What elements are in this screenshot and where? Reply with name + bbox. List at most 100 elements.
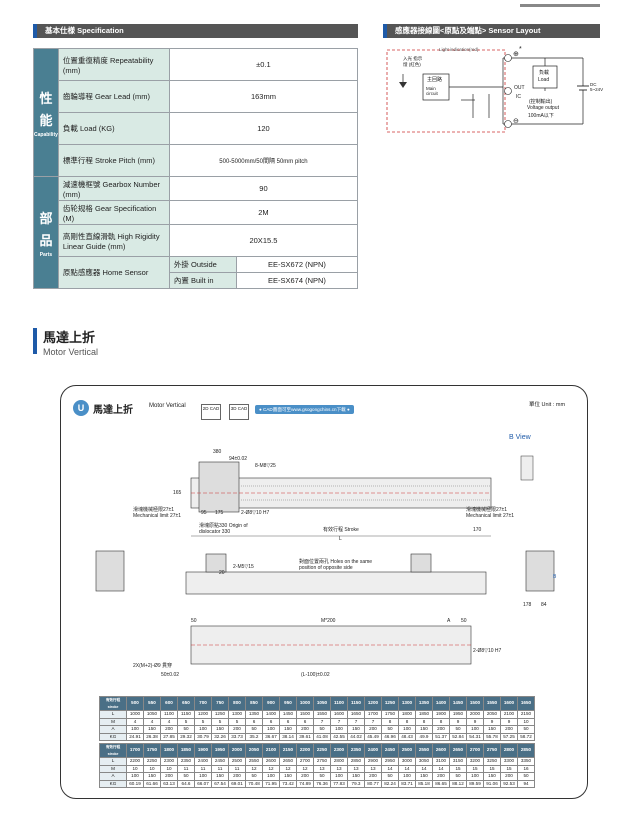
table-cell: 8 [415,717,433,726]
table-cell: 150 [483,725,501,734]
motor-section-title: 馬達上折 [43,330,96,345]
motor-side [205,553,227,573]
table-cell: 2350 [177,757,195,766]
led-symbol [399,82,407,88]
table-cell: 8 [381,717,399,726]
row-label: L [99,757,127,766]
stroke-header-cell: 1350 [415,696,433,711]
table-cell: 200 [160,772,178,781]
table-cell: 61.66 [143,779,161,788]
table-cell: 15 [500,764,518,773]
carriage-top [198,461,240,513]
table-cell: 1200 [194,710,212,719]
table-cell: 54.31 [466,732,484,741]
table-cell: 94 [517,779,535,788]
parts-en: Parts [39,251,53,258]
table-cell: 88.12 [449,779,467,788]
table-cell: 100 [126,772,144,781]
table-cell: 200 [296,725,314,734]
dim-8m8: 8-M8▽25 [255,463,276,469]
stroke-header-cell: 2700 [466,743,484,758]
table-cell: 71.95 [262,779,280,788]
spec-label: 齿轮规格 Gear Specification (M) [57,200,170,225]
table-cell: 7 [364,717,382,726]
table-cell: 150 [415,725,433,734]
stroke-header-cell: 1600 [500,696,518,711]
b-marker: B [553,574,557,580]
table-cell: 2500 [228,757,246,766]
table-cell: 100 [194,725,212,734]
table-cell: 50 [245,772,263,781]
dim-l100: (L-100)±0.02 [301,672,330,678]
table-cell: 50 [381,725,399,734]
plus-sign: ⊕ [513,51,519,58]
minus-sign: ⊖ [513,118,519,125]
table-cell: 1300 [228,710,246,719]
parts-group: 部 品 Parts [33,176,59,289]
table-cell: 52.84 [449,732,467,741]
table-cell: 5 [211,717,229,726]
end-view-left [95,550,125,592]
plus-terminal [504,54,512,62]
table-cell: 36.67 [262,732,280,741]
cad-2d-button[interactable]: 2D CAD [201,404,221,420]
capability-en: Capability [34,131,58,138]
minus-terminal [504,120,512,128]
table-cell: 26.38 [143,732,161,741]
table-cell: 50 [313,772,331,781]
capability-char-2: 能 [39,112,53,128]
stroke-header-cell: 1100 [330,696,348,711]
table-cell: 2150 [517,710,535,719]
table-cell: 11 [177,764,195,773]
parts-char-2: 品 [39,232,53,248]
table-cell: 150 [279,725,297,734]
table-cell: 15 [466,764,484,773]
b-view-shape [520,455,534,481]
sensor-section-title: 感應器接線圖<原點及端點> Sensor Layout [395,26,541,35]
table-cell: 13 [313,764,331,773]
origin-label: 滑塊原點330 Origin of dislocator 330 [199,523,248,535]
table-cell: 1650 [347,710,365,719]
dim-L: L [339,536,342,542]
table-cell: 45.49 [364,732,382,741]
cad-download-note[interactable]: ● CAD圖面可至www.gsogongchins.cn下載 ● [255,405,354,414]
spec-row: 原點感應器 Home Sensor 外掛 Outside EE-SX672 (N… [34,256,359,289]
table-cell: 2550 [245,757,263,766]
same-side-note: 對面位置兩孔 Holes on the same position of opp… [299,559,373,571]
stroke-header-cell: 700 [194,696,212,711]
spec-section-bar: 基本仕様 Specification [33,24,358,38]
table-cell: 11 [194,764,212,773]
dim-84: 84 [541,602,547,608]
stroke-header-cell: 1450 [449,696,467,711]
parts-char-1: 部 [39,210,53,226]
spec-label: 減速機框號 Gearbox Number (mm) [57,176,170,201]
table-cell: 57.25 [500,732,518,741]
section-marker [383,24,387,38]
stroke-header-cell: 1850 [177,743,195,758]
sensor-section-bar: 感應器接線圖<原點及端點> Sensor Layout [383,24,600,38]
stroke-header-cell: 2100 [262,743,280,758]
cad-3d-button[interactable]: 3D CAD [229,404,249,420]
spec-row: 標準行程 Stroke Pitch (mm) 500-5000mm/50間隔 5… [34,144,359,177]
stroke-header-cell: 1400 [432,696,450,711]
table-cell: 30.79 [194,732,212,741]
stroke-header-cell: 500 [126,696,144,711]
table-cell: 55.78 [483,732,501,741]
table-cell: 39.61 [296,732,314,741]
main-circuit-en: Main circuit [426,86,438,96]
motor-side-2 [410,553,432,573]
table-cell: 8 [432,717,450,726]
table-cell: 7 [347,717,365,726]
table-cell: 200 [228,725,246,734]
stroke-header-cell: 550 [143,696,161,711]
dim-2m5: 2-M5▽15 [233,564,254,570]
motor-section-subtitle: Motor Vertical [43,347,99,357]
table-cell: 66.07 [194,779,212,788]
table-cell: 13 [330,764,348,773]
stroke-header-cell: 1300 [398,696,416,711]
stroke-header-cell: 900 [262,696,280,711]
table-cell: 1900 [432,710,450,719]
table-cell: 1550 [313,710,331,719]
